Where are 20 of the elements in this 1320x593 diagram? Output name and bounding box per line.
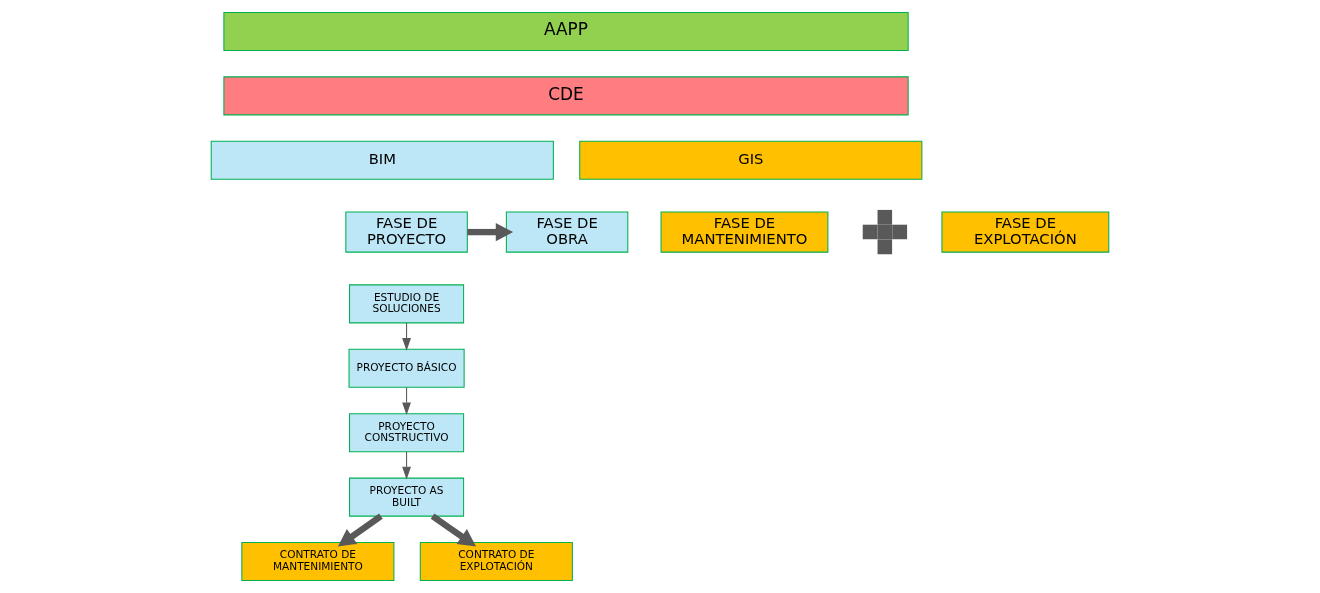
arrow (337, 513, 383, 547)
node-box: PROYECTO CONSTRUCTIVO (349, 413, 465, 453)
node-box: BIM (210, 140, 554, 180)
node-box: PROYECTO BÁSICO (348, 348, 465, 388)
arrow (430, 513, 477, 547)
node-box: FASE DE EXPLOTACIÓN (941, 211, 1110, 253)
node-box: AAPP (223, 11, 909, 51)
node-box: GIS (579, 140, 923, 180)
node-box: CDE (223, 76, 909, 116)
arrow (402, 386, 411, 416)
node-box: FASE DE MANTENIMIENTO (660, 211, 829, 253)
arrow (467, 222, 514, 242)
node-box: PROYECTO AS BUILT (349, 477, 465, 517)
node-box: FASE DE OBRA (505, 211, 629, 253)
node-box: FASE DE PROYECTO (345, 211, 468, 253)
arrow (402, 451, 411, 480)
arrow (402, 322, 411, 351)
node-box: CONTRATO DE EXPLOTACIÓN (419, 542, 573, 582)
node-box: ESTUDIO DE SOLUCIONES (349, 284, 465, 324)
node-box: CONTRATO DE MANTENIMIENTO (241, 542, 395, 582)
